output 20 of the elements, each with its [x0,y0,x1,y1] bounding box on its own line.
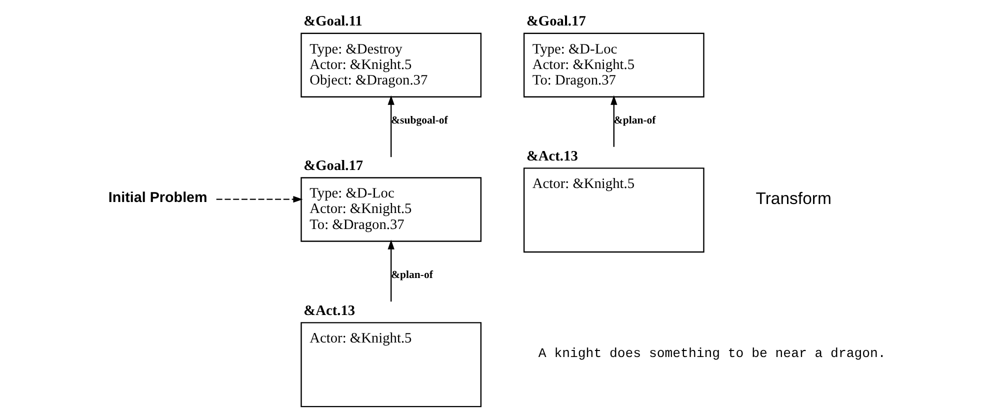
node-box: Type: &Destroy Actor: &Knight.5 Object: &Dragon.37 [300,32,482,98]
edge-label: &plan-of [390,269,432,282]
node-label: &Goal.11 [303,14,362,30]
edge-label: &subgoal-of [390,114,448,126]
label: A knight does something to be near a dragon. [538,346,886,362]
edge-label: &plan-of [613,114,656,126]
node-label: &Act.13 [526,148,578,165]
node-label: &Goal.17 [303,158,363,174]
node-box: Type: &D-Loc Actor: &Knight.5 To: Dragon.37 [522,32,704,98]
node-box: Actor: &Knight.5 [522,168,704,253]
arrow [216,196,302,203]
node-label: &Goal.17 [526,14,586,30]
node-box: Actor: &Knight.5 [300,322,482,408]
node-label: &Act.13 [303,303,355,320]
arrow [387,240,394,302]
node-text: Initial Problem [108,190,207,206]
label: Transform [755,188,831,208]
arrow [387,95,394,158]
arrow [610,95,617,147]
node-box: Type: &D-Loc Actor: &Knight.5 To: &Dragon.37 [300,177,482,242]
